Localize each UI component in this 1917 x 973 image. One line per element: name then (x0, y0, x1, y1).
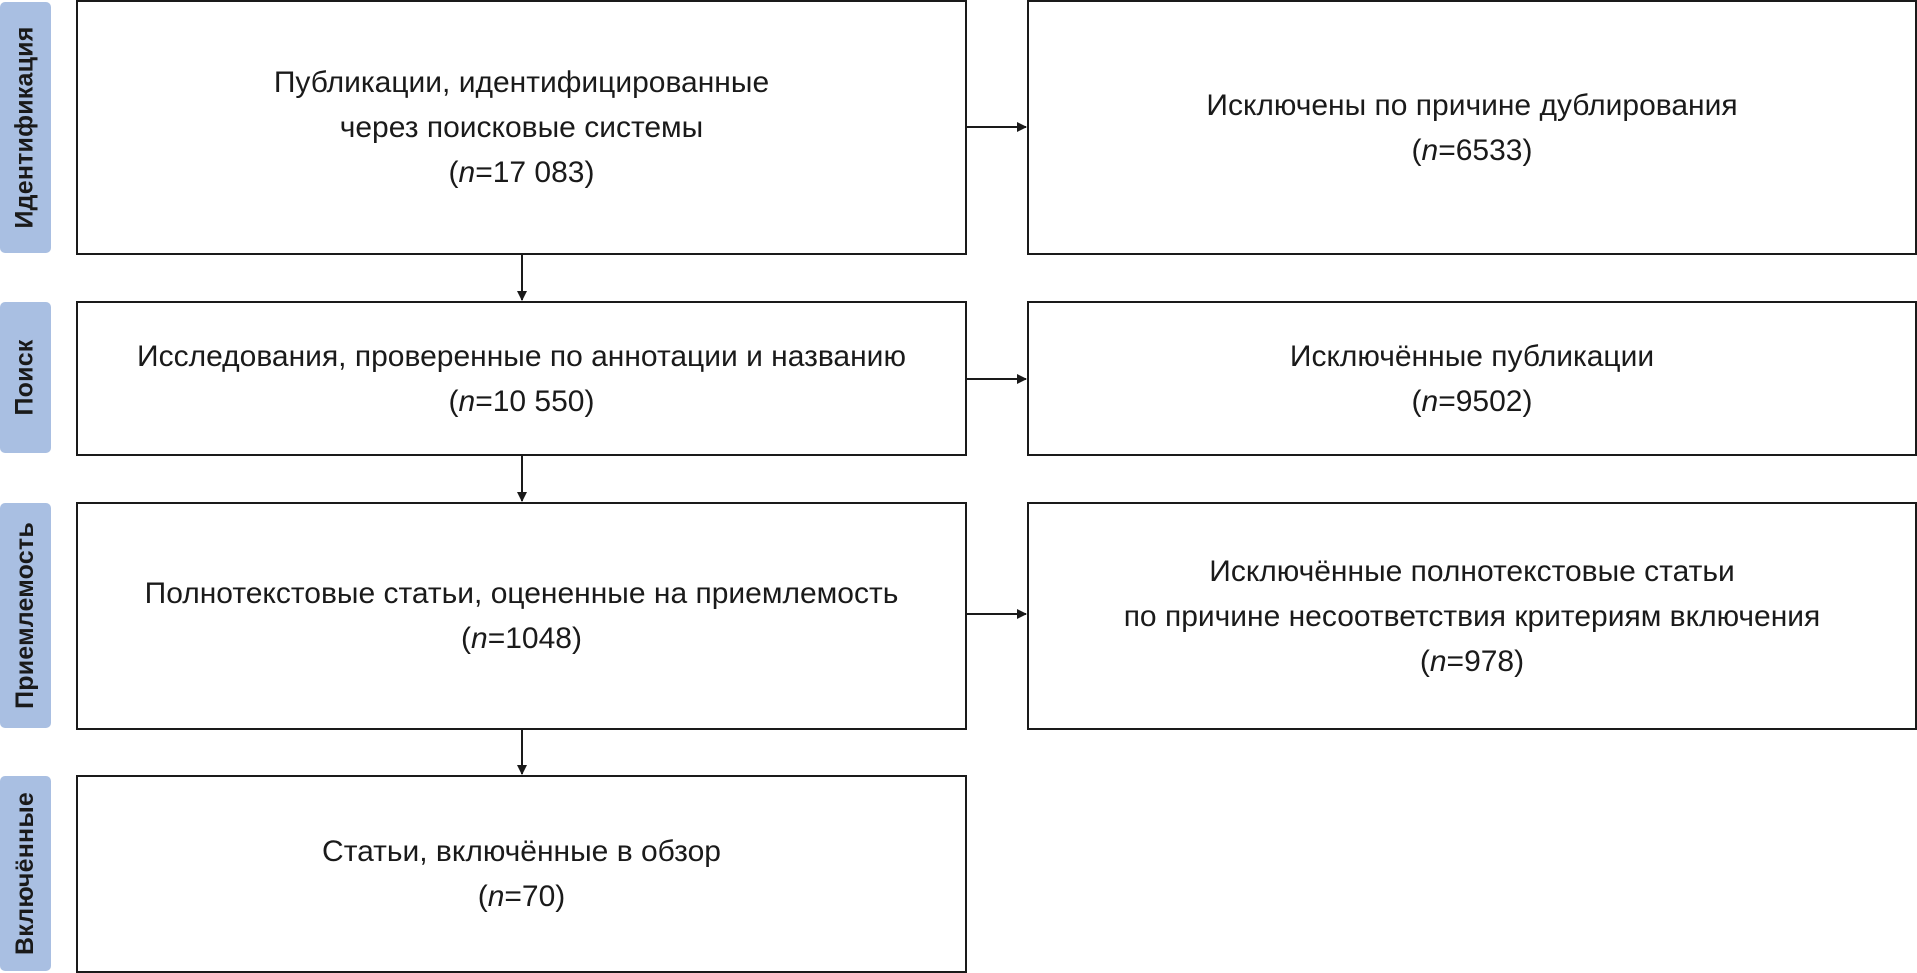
box-eligible: Полнотекстовые статьи, оцененные на прие… (76, 502, 967, 730)
box-screened-excluded-count: (n=9502) (1411, 384, 1533, 418)
box-identified-n-value: =17 083 (475, 156, 585, 189)
box-screened-excluded-n-label: n (1421, 384, 1439, 418)
box-eligible-line-1: Полнотекстовые статьи, оцененные на прие… (144, 577, 899, 610)
box-eligible-n-value: =1048 (487, 622, 572, 655)
stage-tab-included: Включённые (0, 776, 51, 971)
stage-tab-eligibility: Приемлемость (0, 503, 51, 728)
box-included-line-1: Статьи, включённые в обзор (322, 835, 721, 868)
box-identified-line-2: через поисковые системы (339, 111, 704, 144)
box-identified-n-label: n (458, 156, 476, 189)
box-eligible-excluded-line-2: по причине несоответствия критериям вклю… (1123, 599, 1821, 633)
box-identified-count: (n=17 083) (448, 156, 595, 189)
box-identified-line-1: Публикации, идентифицированные (273, 66, 770, 99)
box-eligible-excluded-count: (n=978) (1419, 644, 1525, 678)
box-screened-count: (n=10 550) (448, 384, 595, 418)
stage-tab-search: Поиск (0, 302, 51, 453)
box-included: Статьи, включённые в обзор (n=70) (76, 775, 967, 973)
box-included-n-label: n (487, 880, 505, 913)
box-screened-excluded: Исключённые публикации (n=9502) (1027, 301, 1917, 456)
box-eligible-excluded: Исключённые полнотекстовые статьи по при… (1027, 502, 1917, 730)
box-duplicates-excluded-n-label: n (1421, 133, 1439, 167)
box-duplicates-excluded-count: (n=6533) (1411, 133, 1533, 167)
stage-tab-identification: Идентификация (0, 2, 51, 253)
box-eligible-excluded-line-1: Исключённые полнотекстовые статьи (1209, 554, 1735, 588)
box-included-count: (n=70) (477, 880, 566, 913)
box-eligible-count: (n=1048) (461, 622, 582, 655)
box-duplicates-excluded-n-value: =6533 (1438, 133, 1523, 167)
box-screened-line-1: Исследования, проверенные по аннотации и… (137, 339, 906, 373)
box-duplicates-excluded-line-1: Исключены по причине дублирования (1206, 88, 1738, 122)
box-eligible-excluded-n-value: =978 (1446, 644, 1515, 678)
box-screened-excluded-n-value: =9502 (1438, 384, 1523, 418)
box-identified: Публикации, идентифицированные через пои… (76, 0, 967, 255)
box-screened-n-label: n (458, 384, 476, 418)
box-screened-n-value: =10 550 (475, 384, 585, 418)
box-eligible-excluded-n-label: n (1429, 644, 1447, 678)
box-screened: Исследования, проверенные по аннотации и… (76, 301, 967, 456)
box-duplicates-excluded: Исключены по причине дублирования (n=653… (1027, 0, 1917, 255)
box-eligible-n-label: n (471, 622, 488, 655)
box-included-n-value: =70 (504, 880, 556, 913)
box-screened-excluded-line-1: Исключённые публикации (1289, 339, 1655, 373)
